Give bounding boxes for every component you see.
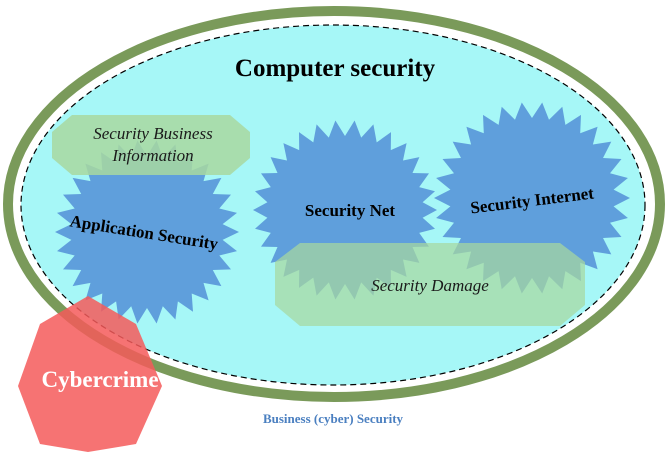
- cybercrime-label: Cybercrime: [41, 367, 158, 392]
- dashed-boundary: [20, 24, 646, 386]
- security-damage-label: Security Damage: [371, 276, 489, 295]
- page-title: Computer security: [235, 55, 436, 82]
- security-net-label: Security Net: [305, 201, 396, 220]
- outer-ring: [3, 6, 665, 402]
- footer-label: Business (cyber) Security: [263, 411, 404, 426]
- security-business-information-shape: [52, 115, 250, 175]
- application-security-starburst: [55, 140, 239, 324]
- cybercrime-shape: [18, 296, 162, 452]
- security-business-information-line2: Information: [111, 146, 193, 165]
- security-business-information-line1: Security Business: [93, 124, 213, 143]
- security-damage-shape: [275, 243, 585, 326]
